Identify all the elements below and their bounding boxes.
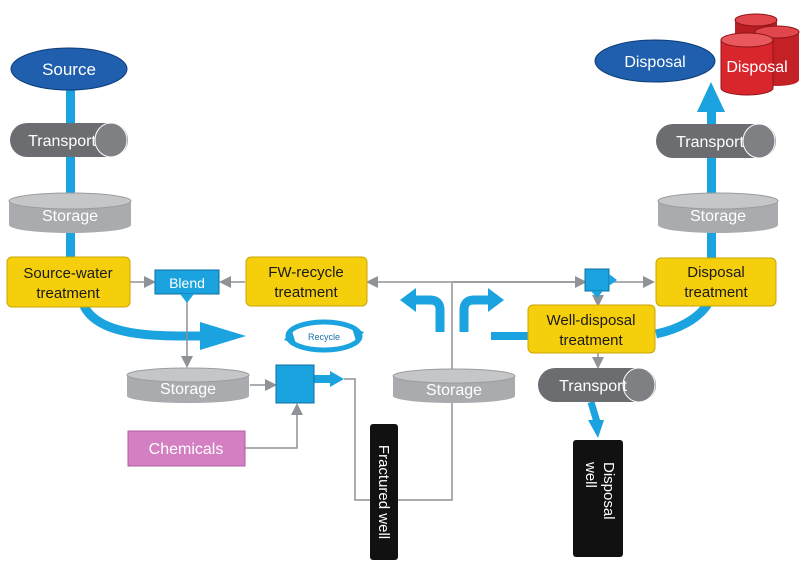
- connector-mixer-to-well: [344, 378, 370, 501]
- source-water-treatment-label-2: treatment: [36, 285, 100, 302]
- chemicals-node: Chemicals: [127, 430, 246, 467]
- mixer-box: [275, 364, 315, 404]
- storage-center-label: Storage: [426, 382, 482, 399]
- right-flow-arrowhead: [697, 82, 725, 112]
- disposal-oval-label: Disposal: [624, 54, 685, 71]
- storage-left-node: Storage: [8, 192, 132, 233]
- disposal-oval-node: Disposal: [594, 39, 716, 83]
- source-label: Source: [42, 60, 96, 79]
- well-disposal-label-2: treatment: [559, 332, 623, 349]
- fw-recycle-label-2: treatment: [274, 284, 338, 301]
- recycle-label: Recycle: [308, 332, 340, 342]
- transport-center-label: Transport: [559, 378, 627, 395]
- well-disposal-treatment-node: Well-disposal treatment: [527, 304, 656, 354]
- left-vertical-flow: [66, 90, 75, 260]
- valve-box: [584, 268, 617, 298]
- right-vertical-flow: [707, 110, 716, 262]
- blend-node: Blend: [154, 269, 220, 303]
- disposal-well-label-2: well: [582, 461, 599, 488]
- to-disposal-well-flow: [587, 400, 601, 424]
- barrel-icon: Disposal: [720, 13, 800, 96]
- connector-chemicals-to-mixer: [245, 403, 303, 449]
- well-disposal-label-1: Well-disposal: [547, 312, 636, 329]
- fractured-well-node: Fractured well: [370, 424, 398, 560]
- source-node: Source: [10, 47, 128, 91]
- well-disposal-inflow: [491, 332, 529, 340]
- fractured-well-label: Fractured well: [375, 445, 392, 539]
- disposal-treatment-label-2: treatment: [684, 284, 748, 301]
- storage-left-label: Storage: [42, 208, 98, 225]
- transport-left-label: Transport: [28, 133, 96, 150]
- to-disposal-well-arrowhead: [588, 420, 604, 438]
- storage-right-label: Storage: [690, 208, 746, 225]
- mixer-outflow: [314, 375, 332, 383]
- storage-mid-node: Storage: [126, 367, 250, 403]
- transport-right-node: Transport: [656, 123, 776, 159]
- fw-recycle-treatment-node: FW-recycle treatment: [245, 256, 368, 307]
- disposal-treatment-label-1: Disposal: [687, 264, 745, 281]
- recycle-icon: Recycle: [284, 319, 364, 353]
- disposal-drums-label: Disposal: [726, 59, 787, 76]
- mixer-outflow-arrowhead: [330, 371, 344, 387]
- source-water-treatment-node: Source-water treatment: [6, 256, 131, 308]
- transport-right-label: Transport: [676, 134, 744, 151]
- blue-flow-lines: [66, 82, 725, 438]
- fw-recycle-label-1: FW-recycle: [268, 264, 344, 281]
- disposal-well-label-1: Disposal: [600, 462, 617, 520]
- left-flow-arrowhead: [200, 322, 246, 350]
- split-arrow-icon: [400, 288, 504, 332]
- source-water-treatment-label-1: Source-water: [23, 265, 112, 282]
- storage-right-node: Storage: [657, 192, 779, 233]
- transport-left-node: Transport: [10, 122, 128, 158]
- transport-center-node: Transport: [538, 367, 656, 403]
- storage-mid-label: Storage: [160, 381, 216, 398]
- gray-connector-lines: [130, 276, 655, 501]
- left-curved-flow: [79, 303, 206, 341]
- disposal-well-node: Disposal well: [573, 440, 623, 557]
- connector-well-to-storage: [398, 367, 458, 501]
- disposal-treatment-node: Disposal treatment: [655, 257, 777, 307]
- chemicals-label: Chemicals: [149, 441, 224, 458]
- blend-label: Blend: [169, 275, 205, 291]
- storage-center-node: Storage: [392, 368, 516, 403]
